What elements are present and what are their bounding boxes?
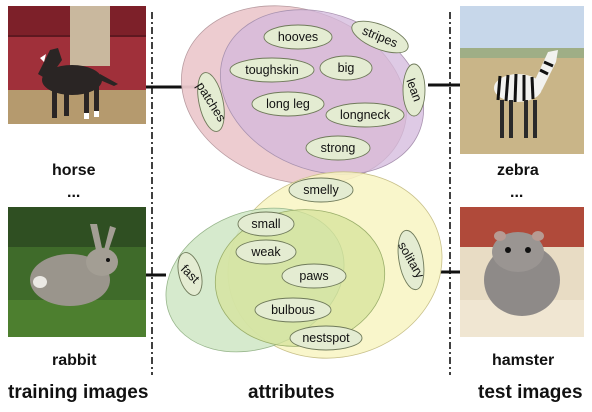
attribute-pill-shape: [235, 239, 297, 265]
attribute-label-toughskin: toughskin: [245, 63, 299, 77]
horse-label: horse: [52, 162, 96, 179]
attribute-pill-shape: [397, 229, 425, 291]
attribute-pill-shape: [237, 211, 295, 237]
attributes-heading: attributes: [248, 382, 335, 403]
training-images-heading: training images: [8, 382, 149, 403]
rabbit-photo: [8, 207, 146, 337]
attribute-label-longneck: longneck: [340, 108, 391, 122]
attribute-pill-big: big: [319, 55, 373, 81]
attribute-pill-longneck: longneck: [325, 102, 405, 128]
rabbit-label: rabbit: [52, 352, 97, 369]
attribute-pill-bulbous: bulbous: [254, 297, 332, 323]
attribute-label-hooves: hooves: [278, 30, 318, 44]
attribute-pill-shape: [289, 325, 363, 351]
test-images-heading: test images: [478, 382, 583, 403]
attribute-pill-shape: [288, 177, 354, 203]
attribute-pill-shape: [351, 20, 409, 54]
attribute-label-strong: strong: [321, 141, 356, 155]
attribute-pill-shape: [254, 297, 332, 323]
attribute-pill-shape: [251, 91, 325, 117]
attribute-pill-lean: lean: [402, 63, 426, 117]
hamster-label: hamster: [492, 352, 555, 369]
attribute-pill-nestspot: nestspot: [289, 325, 363, 351]
attribute-pill-paws: paws: [281, 263, 347, 289]
attribute-pill-shape: [319, 55, 373, 81]
attribute-pill-shape: [325, 102, 405, 128]
attribute-label-long-leg: long leg: [266, 97, 310, 111]
attribute-pill-shape: [281, 263, 347, 289]
attribute-pill-weak: weak: [235, 239, 297, 265]
zebra-photo: [460, 6, 584, 154]
attribute-pill-shape: [177, 252, 203, 296]
zebra-label: zebra: [497, 162, 539, 179]
test-ellipsis: ...: [510, 184, 524, 201]
attribute-pill-shape: [229, 57, 315, 83]
attribute-pill-shape: [305, 135, 371, 161]
attribute-pill-long-leg: long leg: [251, 91, 325, 117]
hamster-photo: [460, 207, 584, 337]
attribute-pill-toughskin: toughskin: [229, 57, 315, 83]
attribute-pill-small: small: [237, 211, 295, 237]
attribute-label-nestspot: nestspot: [302, 331, 350, 345]
attribute-pill-shape: [402, 63, 426, 117]
top-inner-region: [219, 9, 425, 175]
attribute-pill-hooves: hooves: [263, 24, 333, 50]
attribute-label-smelly: smelly: [303, 183, 339, 197]
attribute-label-big: big: [338, 61, 355, 75]
attribute-label-bulbous: bulbous: [271, 303, 315, 317]
attribute-label-paws: paws: [299, 269, 328, 283]
training-ellipsis: ...: [67, 184, 81, 201]
attribute-pill-fast: fast: [177, 252, 203, 296]
horse-photo: [8, 6, 146, 124]
attribute-pill-strong: strong: [305, 135, 371, 161]
attribute-pill-shape: [263, 24, 333, 50]
attribute-label-weak: weak: [250, 245, 281, 259]
attribute-pill-smelly: smelly: [288, 177, 354, 203]
attribute-label-small: small: [251, 217, 280, 231]
attribute-pill-shape: [197, 72, 225, 132]
